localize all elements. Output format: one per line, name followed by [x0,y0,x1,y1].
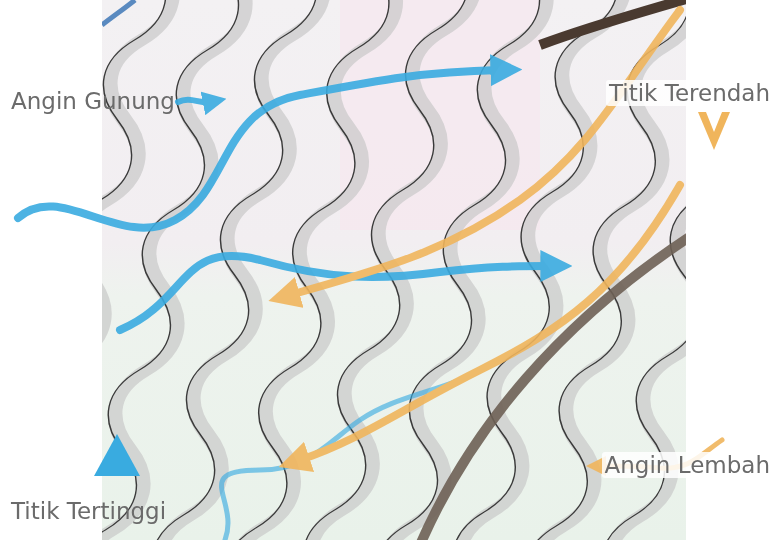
wind-label: Titik Terendah [606,80,773,106]
wind-label: Angin Lembah [602,452,773,478]
wind-label: Titik Tertinggi [8,498,169,524]
wind-label: Angin Gunung [8,88,178,114]
